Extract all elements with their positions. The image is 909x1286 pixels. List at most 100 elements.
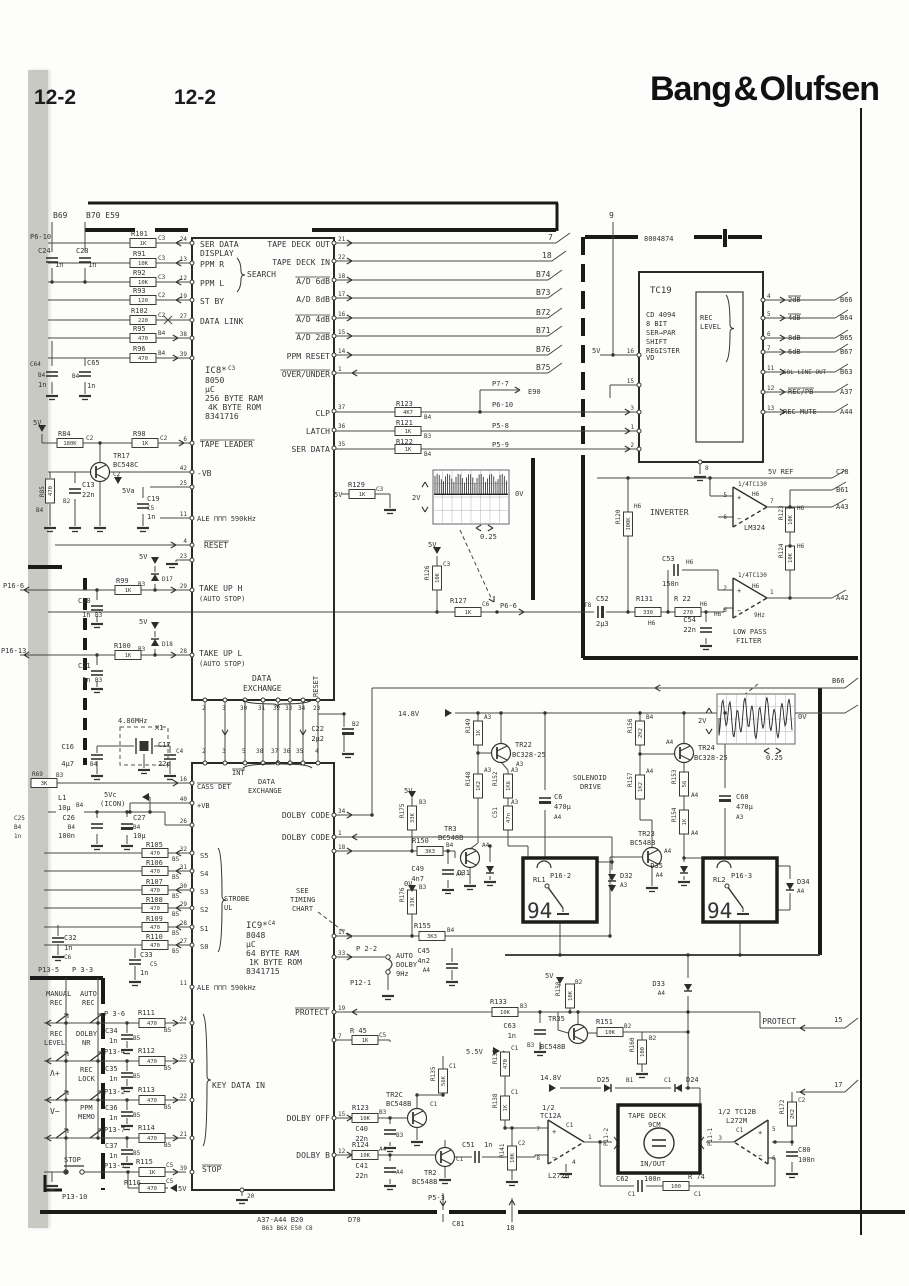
label: R109 xyxy=(146,915,163,923)
junction-dot xyxy=(64,1136,68,1140)
label: REC xyxy=(50,1030,63,1038)
arrowhead xyxy=(779,371,786,376)
label: C1 xyxy=(566,1122,574,1129)
pin xyxy=(636,428,642,434)
label: (ICON) xyxy=(100,800,125,808)
pin xyxy=(760,349,766,355)
label: A4 xyxy=(554,814,562,821)
pin xyxy=(331,315,337,321)
arrowhead xyxy=(346,932,353,937)
label: D70 xyxy=(348,1216,361,1224)
arrowhead xyxy=(624,408,631,413)
label: R101 xyxy=(131,230,148,238)
arrowhead xyxy=(779,314,786,319)
pin-number: 4 xyxy=(183,538,187,545)
pin xyxy=(300,760,306,766)
label: B72 xyxy=(536,308,551,317)
label: C62 xyxy=(616,1175,629,1183)
junction-dot xyxy=(478,410,482,414)
pin xyxy=(300,697,306,703)
pin-number: 28 xyxy=(180,920,188,927)
label: C2 xyxy=(518,1140,526,1147)
label: D18 xyxy=(162,641,173,648)
transistor xyxy=(567,1023,589,1045)
arrowhead xyxy=(775,747,782,752)
transistor-lead xyxy=(465,859,477,866)
label: 2 xyxy=(723,585,727,592)
resistor-value: 270 xyxy=(683,610,693,616)
pin-number: 5 xyxy=(767,311,771,318)
label: P13-7 xyxy=(104,1126,125,1134)
label: − xyxy=(737,607,741,615)
pin xyxy=(331,295,337,301)
label: B5 xyxy=(133,1112,141,1119)
diode xyxy=(680,866,688,873)
pin xyxy=(760,369,766,375)
resistor-value: 1K xyxy=(465,610,472,616)
pin-number: 11 xyxy=(767,365,775,372)
resistor-value: 1K xyxy=(140,241,147,247)
relay-box xyxy=(521,856,599,924)
label: SER DATA xyxy=(291,445,330,454)
transistor xyxy=(89,461,111,483)
pin xyxy=(189,1097,195,1103)
junction-dot xyxy=(576,1010,580,1014)
label: 94 xyxy=(707,899,732,923)
resistor-value: 10K xyxy=(788,552,794,563)
label: H6 xyxy=(634,503,642,510)
resistor xyxy=(491,1007,519,1017)
label: P5-9 xyxy=(492,441,509,449)
junction-dot xyxy=(388,1153,392,1157)
label: C36 xyxy=(105,1104,118,1112)
pin-number: 7 xyxy=(767,345,771,352)
label: B5 xyxy=(164,1142,172,1149)
resistor-value: 470 xyxy=(150,851,160,857)
label: 32 xyxy=(273,705,281,712)
arrowhead xyxy=(346,1151,353,1156)
label: 34 xyxy=(298,705,306,712)
label: 100n xyxy=(798,1156,815,1164)
resistor-value: 2K2 xyxy=(638,728,644,738)
label: TAPE DECK IN xyxy=(272,258,330,267)
junction-dot xyxy=(611,353,615,357)
label: B5 xyxy=(172,911,180,918)
label: TR2 xyxy=(424,1169,437,1177)
label: B69 xyxy=(53,211,68,220)
label: R141 xyxy=(499,1143,506,1158)
pin-number: 42 xyxy=(180,465,188,472)
label: R151 xyxy=(596,1018,613,1026)
label: R121 xyxy=(396,419,413,427)
label: TR22 xyxy=(515,741,532,749)
arrowhead xyxy=(346,351,353,356)
resistor xyxy=(503,773,513,799)
label: TR23 xyxy=(638,830,655,838)
label: C2 xyxy=(86,435,94,442)
label: R175 xyxy=(399,803,406,818)
arrowhead xyxy=(175,296,182,301)
label: R176 xyxy=(399,887,406,902)
label: BC328-25 xyxy=(512,751,546,759)
switch xyxy=(89,1090,103,1101)
power-arrow xyxy=(608,885,616,892)
label: +VB xyxy=(197,802,210,810)
resistor xyxy=(473,720,483,746)
arrowhead xyxy=(178,439,185,444)
junction-dot xyxy=(638,752,642,756)
pin xyxy=(331,370,337,376)
junction-dot xyxy=(95,653,99,657)
arrowhead xyxy=(779,391,786,396)
label: C5 xyxy=(166,1162,174,1169)
junction-dot xyxy=(95,588,99,592)
label: 4dB xyxy=(788,314,801,322)
resistor-value: 330 xyxy=(643,610,653,616)
label: P16-13 xyxy=(1,647,26,655)
pin xyxy=(202,697,208,703)
label: R155 xyxy=(414,922,431,930)
label: DOLBY CODE xyxy=(282,833,330,842)
label: C23 xyxy=(76,247,89,255)
resistor-value: 10K xyxy=(568,990,574,1001)
pin-number: 24 xyxy=(180,236,188,243)
pin-number: 35 xyxy=(338,441,346,448)
arrowhead xyxy=(170,544,177,549)
